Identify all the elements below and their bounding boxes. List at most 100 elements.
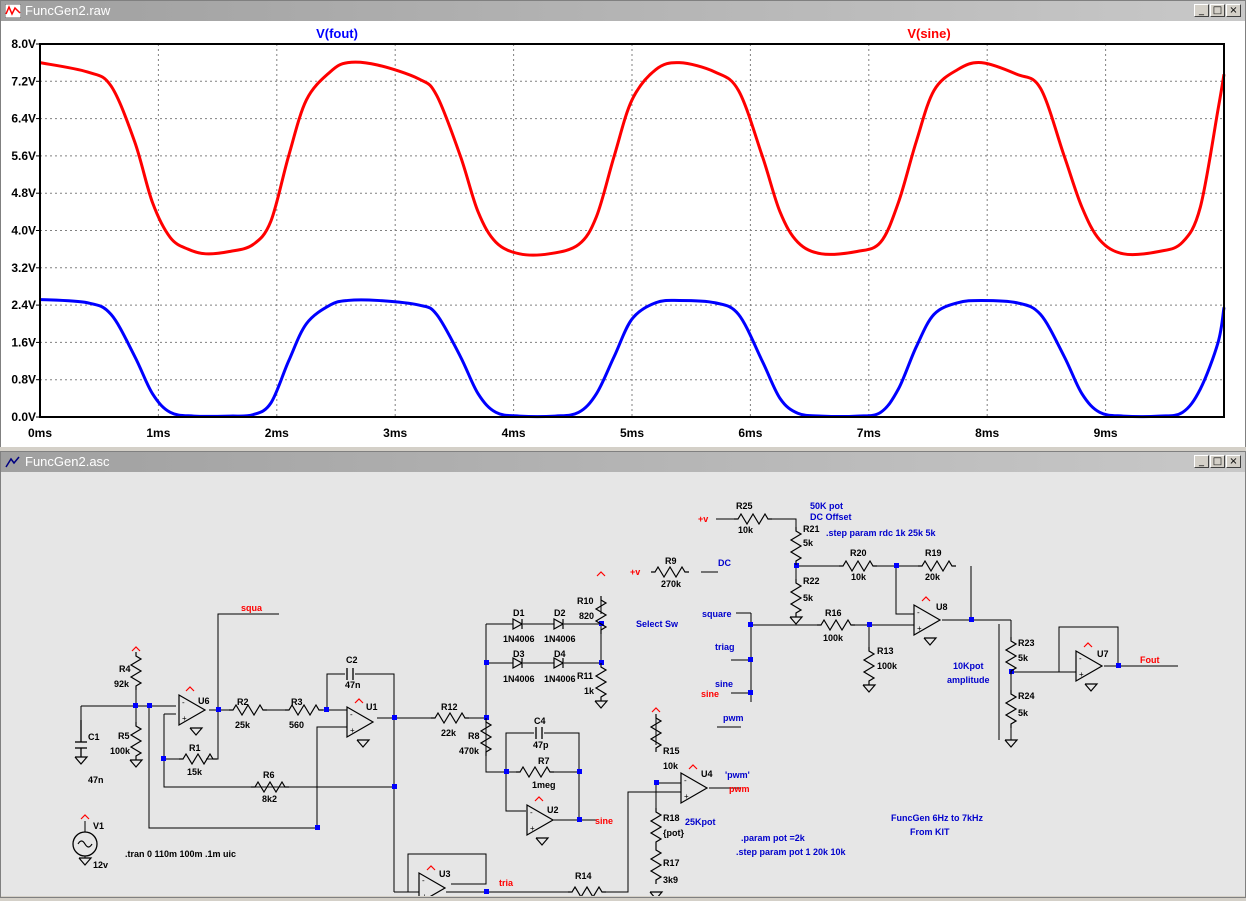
note-title: FuncGen 6Hz to 7kHz: [891, 813, 984, 823]
series-line-sine[interactable]: [39, 60, 1226, 257]
label-R1-val: 15k: [187, 767, 203, 777]
label-R22-val: 5k: [803, 593, 814, 603]
label-D4: D4: [554, 649, 566, 659]
label-U4: U4: [701, 769, 713, 779]
label-R18-val: {pot}: [663, 828, 684, 838]
label-R13: R13: [877, 646, 894, 656]
y-tick-label: 0.0V: [11, 410, 36, 424]
x-tick-label: 2ms: [265, 426, 289, 440]
maximize-button[interactable]: □: [1210, 4, 1225, 17]
close-button[interactable]: ×: [1226, 4, 1241, 17]
y-tick-label: 7.2V: [11, 74, 36, 88]
annotations: 'pwm' DC square triag sine pwm 50K pot D…: [636, 501, 990, 857]
junctions: [133, 563, 1121, 894]
voltage-source-v1: [72, 821, 98, 858]
waveform-icon: [5, 4, 21, 18]
label-R14-val: 10k: [577, 895, 593, 896]
y-tick-label: 2.4V: [11, 298, 36, 312]
waveform-window-titlebar[interactable]: FuncGen2.raw _ □ ×: [1, 1, 1245, 21]
note-dc-offset: DC Offset: [810, 512, 852, 522]
net-squa: squa: [241, 603, 263, 613]
schematic-window-titlebar[interactable]: FuncGen2.asc _ □ ×: [1, 452, 1245, 472]
schematic-drawing[interactable]: -+: [1, 472, 1245, 901]
label-R7-val: 1meg: [532, 780, 556, 790]
label-V1: V1: [93, 821, 104, 831]
label-R21: R21: [803, 524, 820, 534]
y-tick-label: 3.2V: [11, 261, 36, 275]
x-tick-label: 9ms: [1094, 426, 1118, 440]
label-U7: U7: [1097, 649, 1109, 659]
component-labels: R25 10k R21 5k R22 5k R20 10k R19 20k R9…: [88, 501, 1109, 901]
y-tick-label: 8.0V: [11, 37, 36, 51]
label-R5-val: 100k: [110, 746, 131, 756]
label-R20-val: 10k: [851, 572, 867, 582]
label-R13-val: 100k: [877, 661, 898, 671]
label-U6: U6: [198, 696, 210, 706]
x-tick-label: 1ms: [146, 426, 170, 440]
minimize-button[interactable]: _: [1194, 455, 1209, 468]
label-D1: D1: [513, 608, 525, 618]
label-D2-val: 1N4006: [544, 634, 576, 644]
label-R8-val: 470k: [459, 746, 480, 756]
y-tick-label: 5.6V: [11, 149, 36, 163]
note-step-pot: .step param pot 1 20k 10k: [736, 847, 847, 857]
label-R18: R18: [663, 813, 680, 823]
waveform-chart[interactable]: V(fout) V(sine) 0.0V0.8V1.6V2.4V3.2V4.0V…: [1, 21, 1245, 447]
label-R15-val: 10k: [663, 761, 679, 771]
close-button[interactable]: ×: [1226, 455, 1241, 468]
legend-sine[interactable]: V(sine): [907, 26, 950, 41]
label-R20: R20: [850, 548, 867, 558]
label-R6-val: 8k2: [262, 794, 277, 804]
maximize-button[interactable]: □: [1210, 455, 1225, 468]
label-C4: C4: [534, 716, 546, 726]
x-tick-label: 5ms: [620, 426, 644, 440]
label-V1-val: 12v: [93, 860, 108, 870]
switch-pwm: pwm: [723, 713, 744, 723]
label-R4: R4: [119, 664, 131, 674]
label-R23: R23: [1018, 638, 1035, 648]
label-C1: C1: [88, 732, 100, 742]
label-R2-val: 25k: [235, 720, 251, 730]
label-U8: U8: [936, 602, 948, 612]
label-R12-val: 22k: [441, 728, 457, 738]
label-R21-val: 5k: [803, 538, 814, 548]
y-tick-label: 6.4V: [11, 112, 36, 126]
label-R3-val: 560: [289, 720, 304, 730]
label-R16-val: 100k: [823, 633, 844, 643]
label-R9-val: 270k: [661, 579, 682, 589]
y-tick-label: 4.0V: [11, 224, 36, 238]
supply-label-1: +v: [698, 514, 708, 524]
label-R5: R5: [118, 731, 130, 741]
schematic-canvas[interactable]: -+: [1, 472, 1245, 901]
legend-fout[interactable]: V(fout): [316, 26, 358, 41]
y-tick-label: 1.6V: [11, 335, 36, 349]
label-R19: R19: [925, 548, 942, 558]
note-select-sw: Select Sw: [636, 619, 679, 629]
label-R4-val: 92k: [114, 679, 130, 689]
label-R17: R17: [663, 858, 680, 868]
switch-dc: DC: [718, 558, 731, 568]
label-R8: R8: [468, 731, 480, 741]
note-step-rdc: .step param rdc 1k 25k 5k: [826, 528, 937, 538]
label-U2: U2: [547, 805, 559, 815]
label-R9: R9: [665, 556, 677, 566]
waveform-window-title: FuncGen2.raw: [25, 3, 111, 18]
label-R23-val: 5k: [1018, 653, 1029, 663]
label-U1: U1: [366, 702, 378, 712]
schematic-icon: [5, 456, 20, 468]
minimize-button[interactable]: _: [1194, 4, 1209, 17]
label-R19-val: 20k: [925, 572, 941, 582]
net-pwm: pwm: [729, 784, 750, 794]
label-D3: D3: [513, 649, 525, 659]
label-R10: R10: [577, 596, 594, 606]
label-R16: R16: [825, 608, 842, 618]
label-R11-val: 1k: [584, 686, 595, 696]
x-tick-label: 6ms: [738, 426, 762, 440]
label-C1-val: 47n: [88, 775, 104, 785]
label-D3-val: 1N4006: [503, 674, 535, 684]
series-line-fout[interactable]: [39, 298, 1226, 419]
note-50k-pot: 50K pot: [810, 501, 843, 511]
schematic-window-title: FuncGen2.asc: [25, 454, 110, 469]
